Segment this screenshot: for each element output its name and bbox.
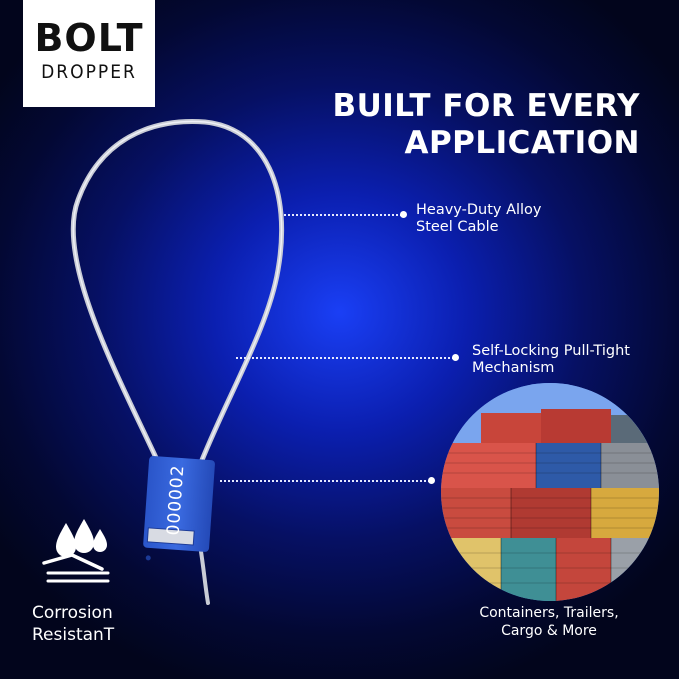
- cable-tail: [198, 543, 210, 605]
- brand-logo: BOLT DROPPER: [23, 0, 155, 107]
- logo-wordmark-bottom: DROPPER: [41, 61, 137, 83]
- callout-mechanism-line-1: Self-Locking Pull-Tight: [472, 343, 630, 359]
- water-drops-icon: [42, 519, 110, 583]
- callout-cable-line-2: Steel Cable: [416, 219, 499, 235]
- corrosion-resistant-label: Corrosion ResistanT: [32, 602, 114, 646]
- callout-dot-mechanism: [452, 354, 459, 361]
- headline-line-1: BUILT FOR EVERY: [332, 88, 640, 124]
- callout-line-cable: [284, 214, 402, 216]
- callout-cable-line-1: Heavy-Duty Alloy: [416, 202, 542, 218]
- callout-line-mechanism: [236, 357, 454, 359]
- photo-caption-line-1: Containers, Trailers,: [479, 605, 619, 621]
- corrosion-label-line-1: Corrosion: [32, 603, 113, 623]
- headline-line-2: APPLICATION: [404, 125, 640, 161]
- callout-mechanism: Self-Locking Pull-Tight Mechanism: [472, 343, 630, 377]
- photo-caption-line-2: Cargo & More: [501, 623, 597, 639]
- steel-cable: [70, 119, 285, 473]
- callout-mechanism-line-2: Mechanism: [472, 360, 555, 376]
- page-headline: BUILT FOR EVERY APPLICATION: [300, 88, 640, 162]
- shipping-containers-photo: [441, 383, 659, 601]
- logo-wordmark-top: BOLT: [34, 16, 144, 60]
- containers-illustration: [441, 383, 659, 601]
- callout-cable: Heavy-Duty Alloy Steel Cable: [416, 202, 542, 236]
- callout-dot-applications: [428, 477, 435, 484]
- callout-line-applications: [220, 480, 430, 482]
- photo-caption: Containers, Trailers, Cargo & More: [447, 604, 651, 640]
- callout-dot-cable: [400, 211, 407, 218]
- seal-body: [143, 456, 215, 561]
- corrosion-label-line-2: ResistanT: [32, 625, 115, 645]
